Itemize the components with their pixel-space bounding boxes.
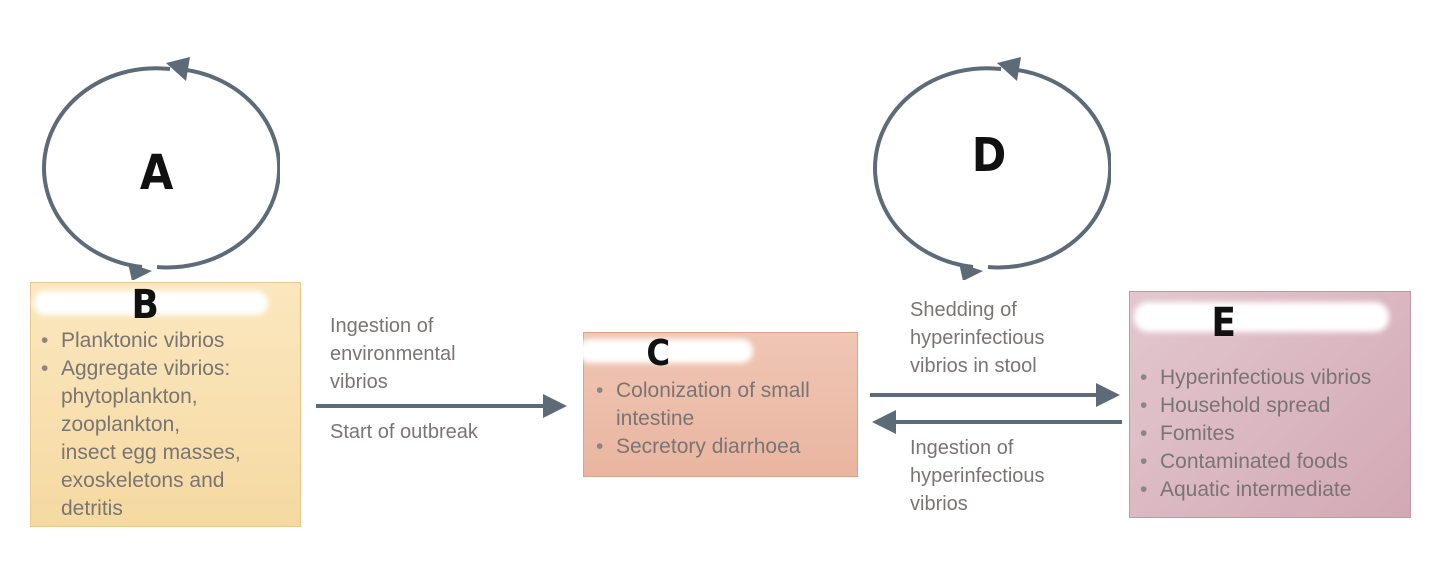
cycle-d-circular-arrow-icon	[873, 57, 1111, 280]
box-e-item: Household spread	[1138, 392, 1408, 420]
box-b-environment: Planktonic vibrios Aggregate vibrios: ph…	[30, 282, 301, 527]
arrow-e-to-c	[872, 410, 1122, 434]
box-e-household: Hyperinfectious vibrios Household spread…	[1129, 291, 1411, 518]
label-b: B	[131, 282, 159, 328]
box-e-item: Contaminated foods	[1138, 448, 1408, 476]
box-c-item: Secretory diarrhoea	[594, 433, 854, 461]
box-e-item: Hyperinfectious vibrios	[1138, 364, 1408, 392]
box-b-list: Planktonic vibrios Aggregate vibrios: ph…	[39, 327, 299, 523]
box-e-list: Hyperinfectious vibrios Household spread…	[1138, 364, 1408, 504]
label-a: A	[139, 145, 174, 201]
label-e: E	[1211, 300, 1236, 346]
flow-ingestion-environmental: Ingestion of environmental vibrios	[330, 315, 456, 393]
label-c: C	[646, 333, 671, 374]
box-c-intestine: Colonization of small intestine Secretor…	[578, 332, 858, 477]
flow-start-of-outbreak: Start of outbreak	[330, 421, 478, 443]
arrow-c-to-e	[870, 383, 1120, 407]
erased-heading	[578, 339, 753, 363]
box-c-list: Colonization of small intestine Secretor…	[594, 377, 854, 461]
erased-heading	[1134, 302, 1389, 332]
box-c-item: Colonization of small intestine	[594, 377, 854, 433]
box-e-item: Fomites	[1138, 420, 1408, 448]
flow-ingestion-hyperinfectious: Ingestion of hyperinfectious vibrios	[910, 437, 1045, 515]
label-d: D	[971, 128, 1007, 182]
box-b-item: Aggregate vibrios: phytoplankton, zoopla…	[39, 355, 299, 523]
box-e-item: Aquatic intermediate	[1138, 476, 1408, 504]
flow-shedding: Shedding of hyperinfectious vibrios in s…	[910, 299, 1045, 377]
box-b-item: Planktonic vibrios	[39, 327, 299, 355]
erased-heading	[33, 291, 268, 315]
cycle-a-circular-arrow-icon	[42, 57, 280, 280]
arrow-b-to-c	[316, 394, 567, 418]
